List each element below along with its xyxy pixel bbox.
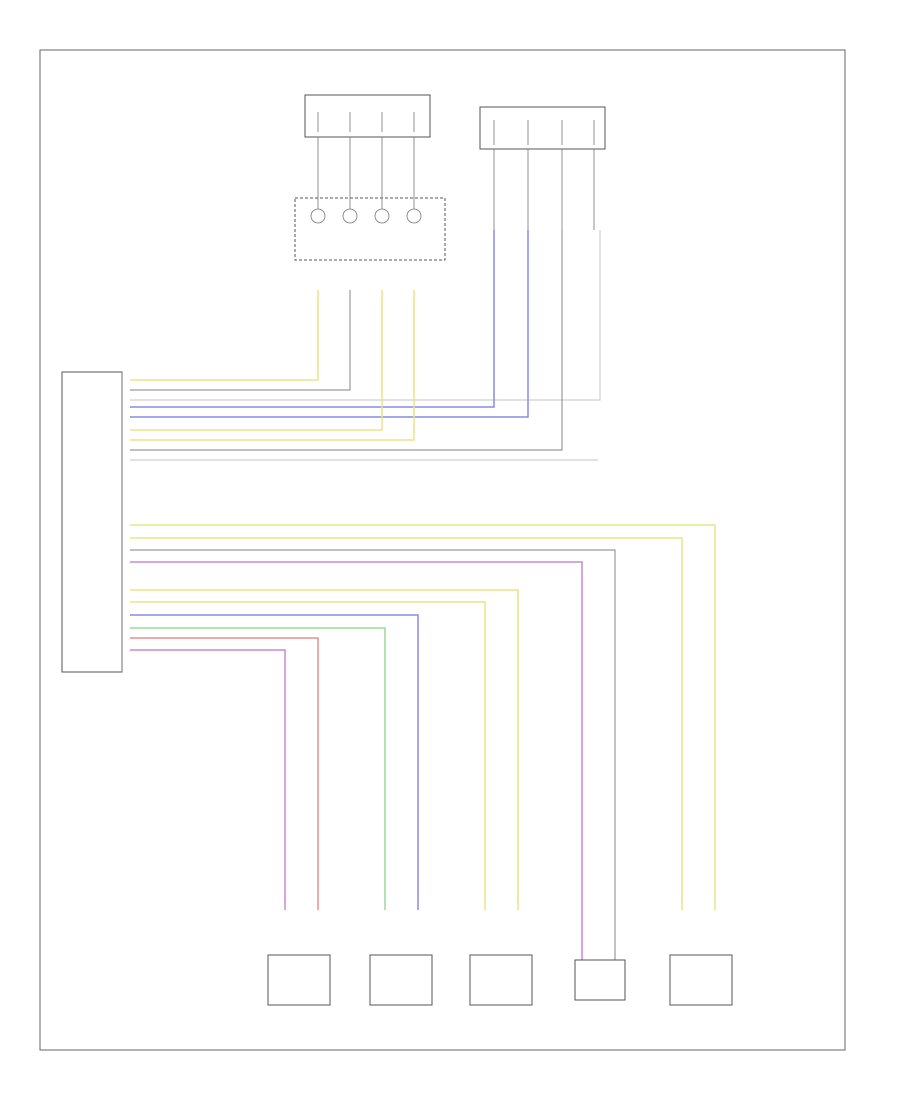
wires-top-right-upper	[493, 149, 595, 230]
harness-upper	[130, 230, 601, 461]
sensor-block	[294, 197, 446, 261]
module-top-right	[479, 106, 606, 150]
wires-top-left-upper	[317, 137, 415, 209]
harness-lower	[130, 524, 716, 960]
control-module	[61, 371, 123, 673]
diagram-frame	[39, 49, 846, 1051]
bottom-components	[267, 954, 733, 1006]
module-top-left	[304, 94, 431, 138]
